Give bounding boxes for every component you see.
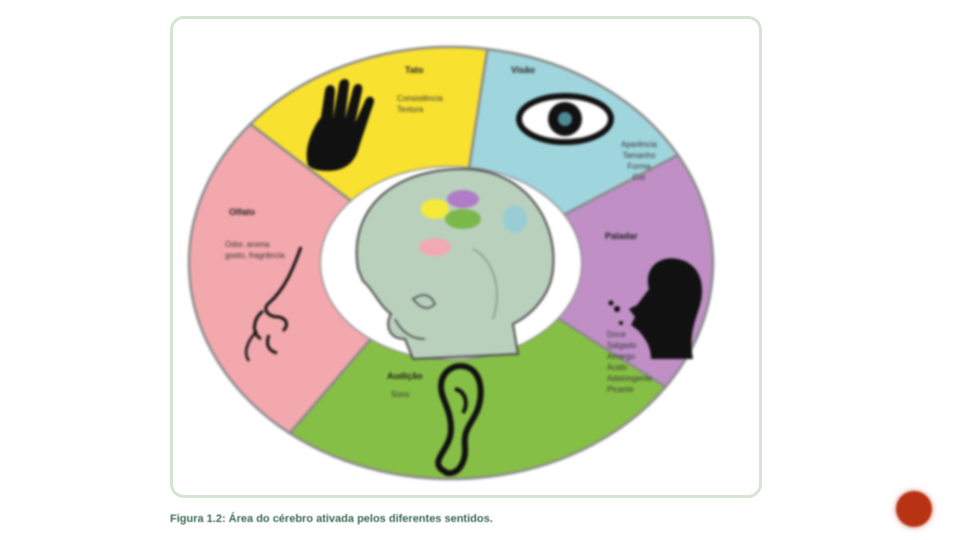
segment-text-paladar: Amargo xyxy=(607,352,636,361)
segment-text-olfato: gosto, fragrância xyxy=(225,251,285,260)
brain-area-paladar xyxy=(447,190,479,208)
eye-icon xyxy=(516,93,614,145)
segment-text-paladar: Doce xyxy=(607,330,626,339)
segment-text-audicao: Sons xyxy=(391,390,409,399)
figure-caption: Figura 1.2: Área do cérebro ativada pelo… xyxy=(170,513,493,525)
segment-text-visao: Tamanho xyxy=(623,151,656,160)
segment-text-visao: Aparência xyxy=(621,140,658,149)
segment-title-tato: Tato xyxy=(405,65,424,75)
segment-text-visao: Cor xyxy=(633,173,646,182)
segment-title-audicao: Audição xyxy=(387,371,423,381)
segment-text-visao: Forma xyxy=(627,162,651,171)
segment-text-paladar: Picante xyxy=(607,385,634,394)
segment-text-tato: Consistência xyxy=(397,94,443,103)
segment-text-paladar: Ácido xyxy=(607,363,628,372)
hand-icon xyxy=(306,79,375,171)
ear-icon xyxy=(435,363,484,477)
segment-text-olfato: Odor, aroma xyxy=(225,240,270,249)
segment-title-olfato: Olfato xyxy=(229,207,256,217)
segment-olfato xyxy=(187,122,373,435)
segment-text-tato: Textura xyxy=(397,105,424,114)
brain-area-olfato xyxy=(419,238,451,256)
next-slide-button[interactable] xyxy=(896,491,932,527)
nose-icon xyxy=(245,246,303,362)
segment-title-visao: Visão xyxy=(511,65,535,75)
segment-text-paladar: Salgado xyxy=(607,341,637,350)
segment-title-paladar: Paladar xyxy=(605,231,638,241)
brain-area-visao xyxy=(503,205,527,233)
brain-area-tato xyxy=(421,199,449,219)
brain-area-audicao xyxy=(445,209,481,229)
segment-text-paladar: Adstringente xyxy=(607,374,652,383)
head-brain-illustration xyxy=(355,167,555,361)
head-silhouette-icon xyxy=(608,258,703,359)
